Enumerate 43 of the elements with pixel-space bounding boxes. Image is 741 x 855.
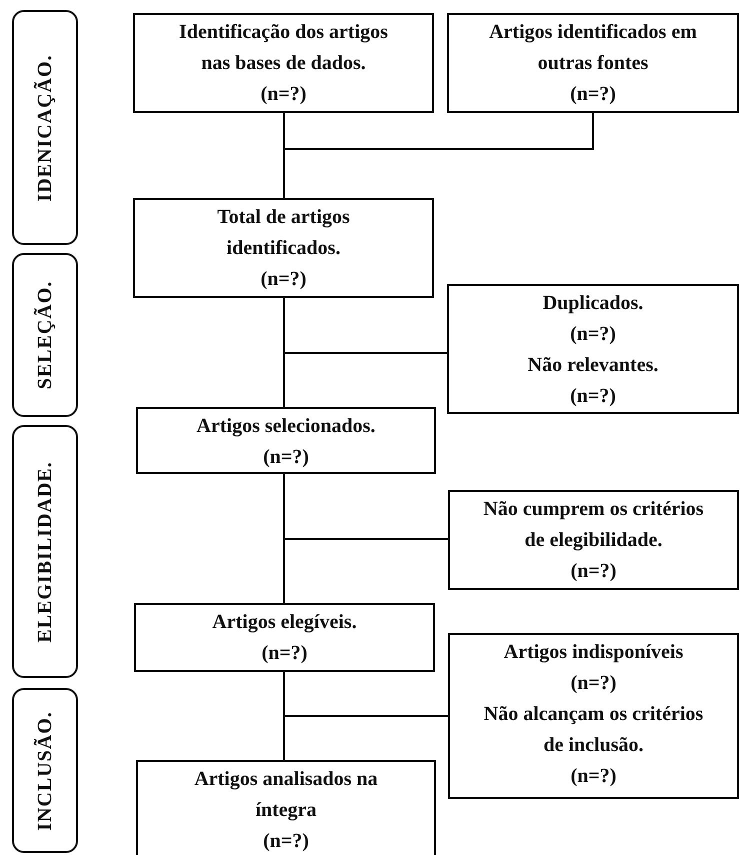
- box-text: Artigos elegíveis.: [212, 610, 357, 635]
- box-text: Identificação dos artigos nas bases de dados.: [178, 20, 389, 76]
- box-text: (n=?): [260, 82, 306, 107]
- process-box: [136, 407, 436, 474]
- box-text: (n=?): [262, 641, 308, 666]
- box-text: (n=?): [570, 559, 616, 584]
- process-box: [447, 13, 739, 113]
- process-box: [448, 633, 739, 799]
- process-box: [134, 603, 435, 672]
- box-text: (n=?): [570, 764, 616, 789]
- box-text: (n=?): [570, 322, 616, 347]
- process-box: [133, 13, 434, 113]
- phase-label-box: [12, 253, 78, 417]
- connector-line: [283, 474, 448, 540]
- box-text: (n=?): [570, 384, 616, 409]
- phase-label-box: [12, 688, 78, 853]
- connector-line: [283, 298, 447, 354]
- box-text: Artigos selecionados.: [196, 414, 376, 439]
- box-text: Artigos analisados na íntegra: [193, 767, 379, 823]
- box-text: (n=?): [570, 82, 616, 107]
- box-text: Não alcançam os critérios de inclusão.: [482, 702, 704, 758]
- box-text: (n=?): [260, 267, 306, 292]
- process-box: [448, 490, 739, 590]
- box-text: Artigos indisponíveis: [504, 640, 684, 665]
- phase-label: IDENICAÇÃO.: [33, 54, 57, 202]
- box-text: (n=?): [570, 671, 616, 696]
- phase-label-box: [12, 425, 78, 678]
- phase-label: SELEÇÃO.: [33, 280, 57, 390]
- box-text: Duplicados.: [542, 291, 644, 316]
- box-text: Não relevantes.: [528, 353, 658, 378]
- process-box: [447, 284, 739, 414]
- box-text: Artigos identificados em outras fontes: [488, 20, 698, 76]
- phase-label-box: [12, 10, 78, 245]
- process-box: [136, 760, 436, 855]
- process-box: [133, 198, 434, 298]
- box-text: Não cumprem os critérios de elegibilidade.: [482, 497, 705, 553]
- phase-label: ELEGIBILIDADE.: [33, 460, 57, 642]
- phase-label: INCLUSÃO.: [33, 710, 57, 830]
- box-text: (n=?): [263, 829, 309, 854]
- connector-line: [283, 672, 448, 717]
- box-text: Total de artigos identificados.: [216, 205, 351, 261]
- box-text: (n=?): [263, 445, 309, 470]
- connector-line: [283, 113, 594, 198]
